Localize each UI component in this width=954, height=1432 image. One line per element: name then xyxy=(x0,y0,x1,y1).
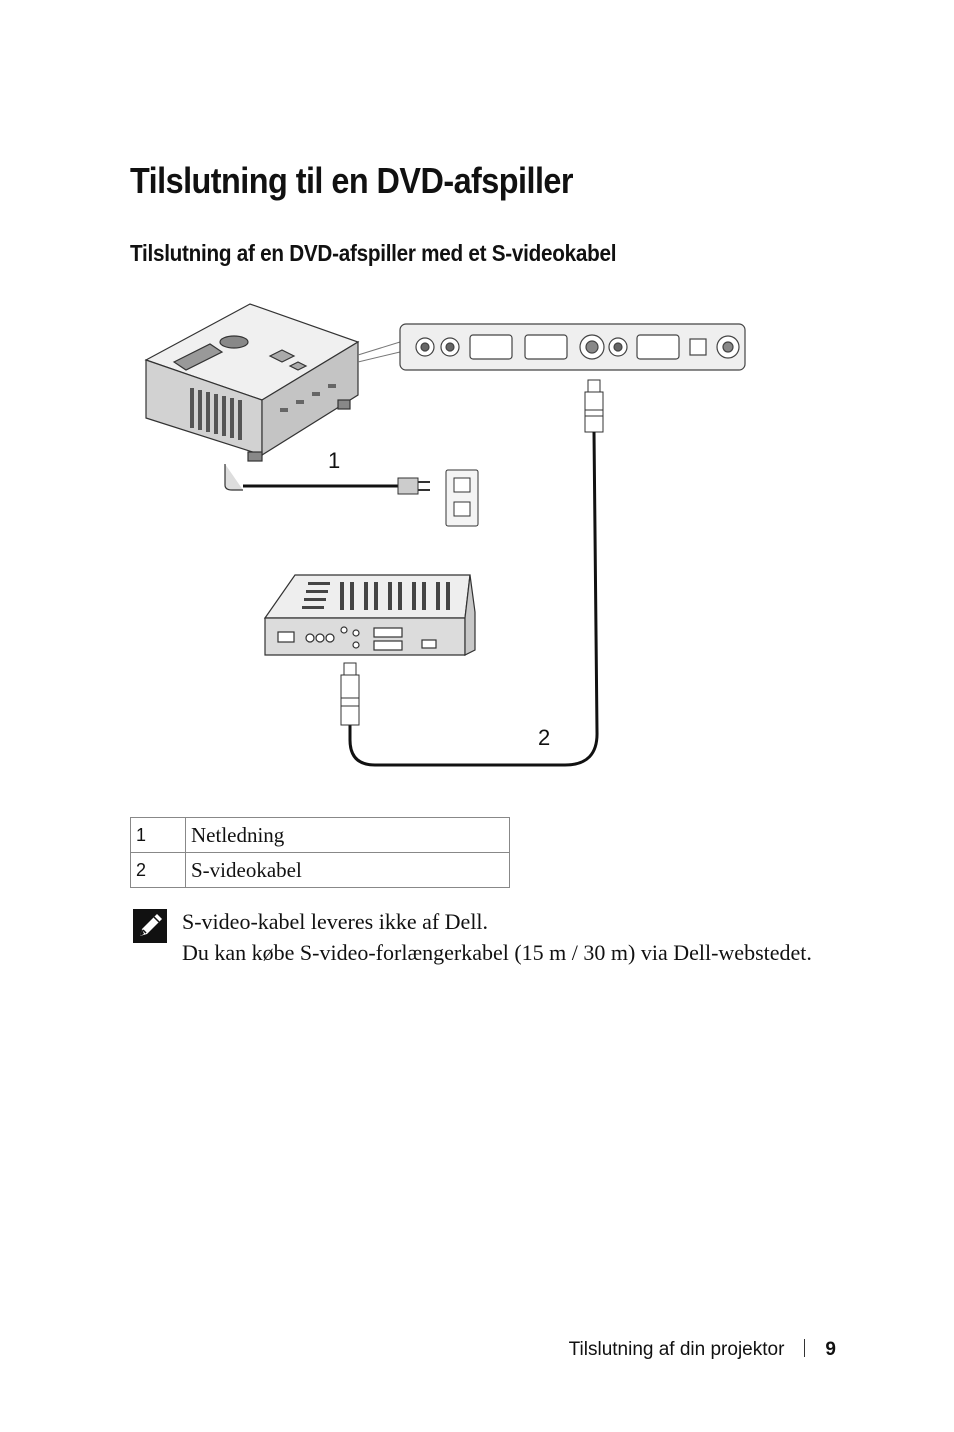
page-footer: Tilslutning af din projektor 9 xyxy=(0,1339,836,1361)
table-row: 1 Netledning xyxy=(130,817,510,853)
legend-number: 2 xyxy=(130,852,186,888)
legend-number: 1 xyxy=(130,817,186,853)
callout-1-label: 1 xyxy=(328,448,340,473)
dvd-player-illustration xyxy=(263,574,476,656)
table-row: 2 S-videokabel xyxy=(130,852,510,888)
footer-section-title: Tilslutning af din projektor xyxy=(568,1339,785,1360)
projector-connector-panel xyxy=(399,323,746,371)
page-number: 9 xyxy=(825,1339,836,1360)
note-pencil-icon xyxy=(133,909,167,943)
power-cord xyxy=(224,464,479,527)
section-title: Tilslutning af en DVD-afspiller med et S… xyxy=(130,240,617,266)
s-video-cable xyxy=(340,379,604,767)
connection-diagram: 1 2 xyxy=(144,303,746,767)
legend-label: Netledning xyxy=(185,817,510,853)
projector-illustration xyxy=(144,303,360,462)
page-title: Tilslutning til en DVD-afspiller xyxy=(130,160,574,201)
footer-divider xyxy=(804,1339,806,1357)
note-line-1: S-video-kabel leveres ikke af Dell. xyxy=(182,909,489,934)
note-text: S-video-kabel leveres ikke af Dell. Du k… xyxy=(182,906,812,968)
callout-2-label: 2 xyxy=(538,725,550,750)
legend-label: S-videokabel xyxy=(185,852,510,888)
legend-table: 1 Netledning 2 S-videokabel xyxy=(130,817,510,888)
note-line-2: Du kan købe S-video-forlængerkabel (15 m… xyxy=(182,940,812,965)
